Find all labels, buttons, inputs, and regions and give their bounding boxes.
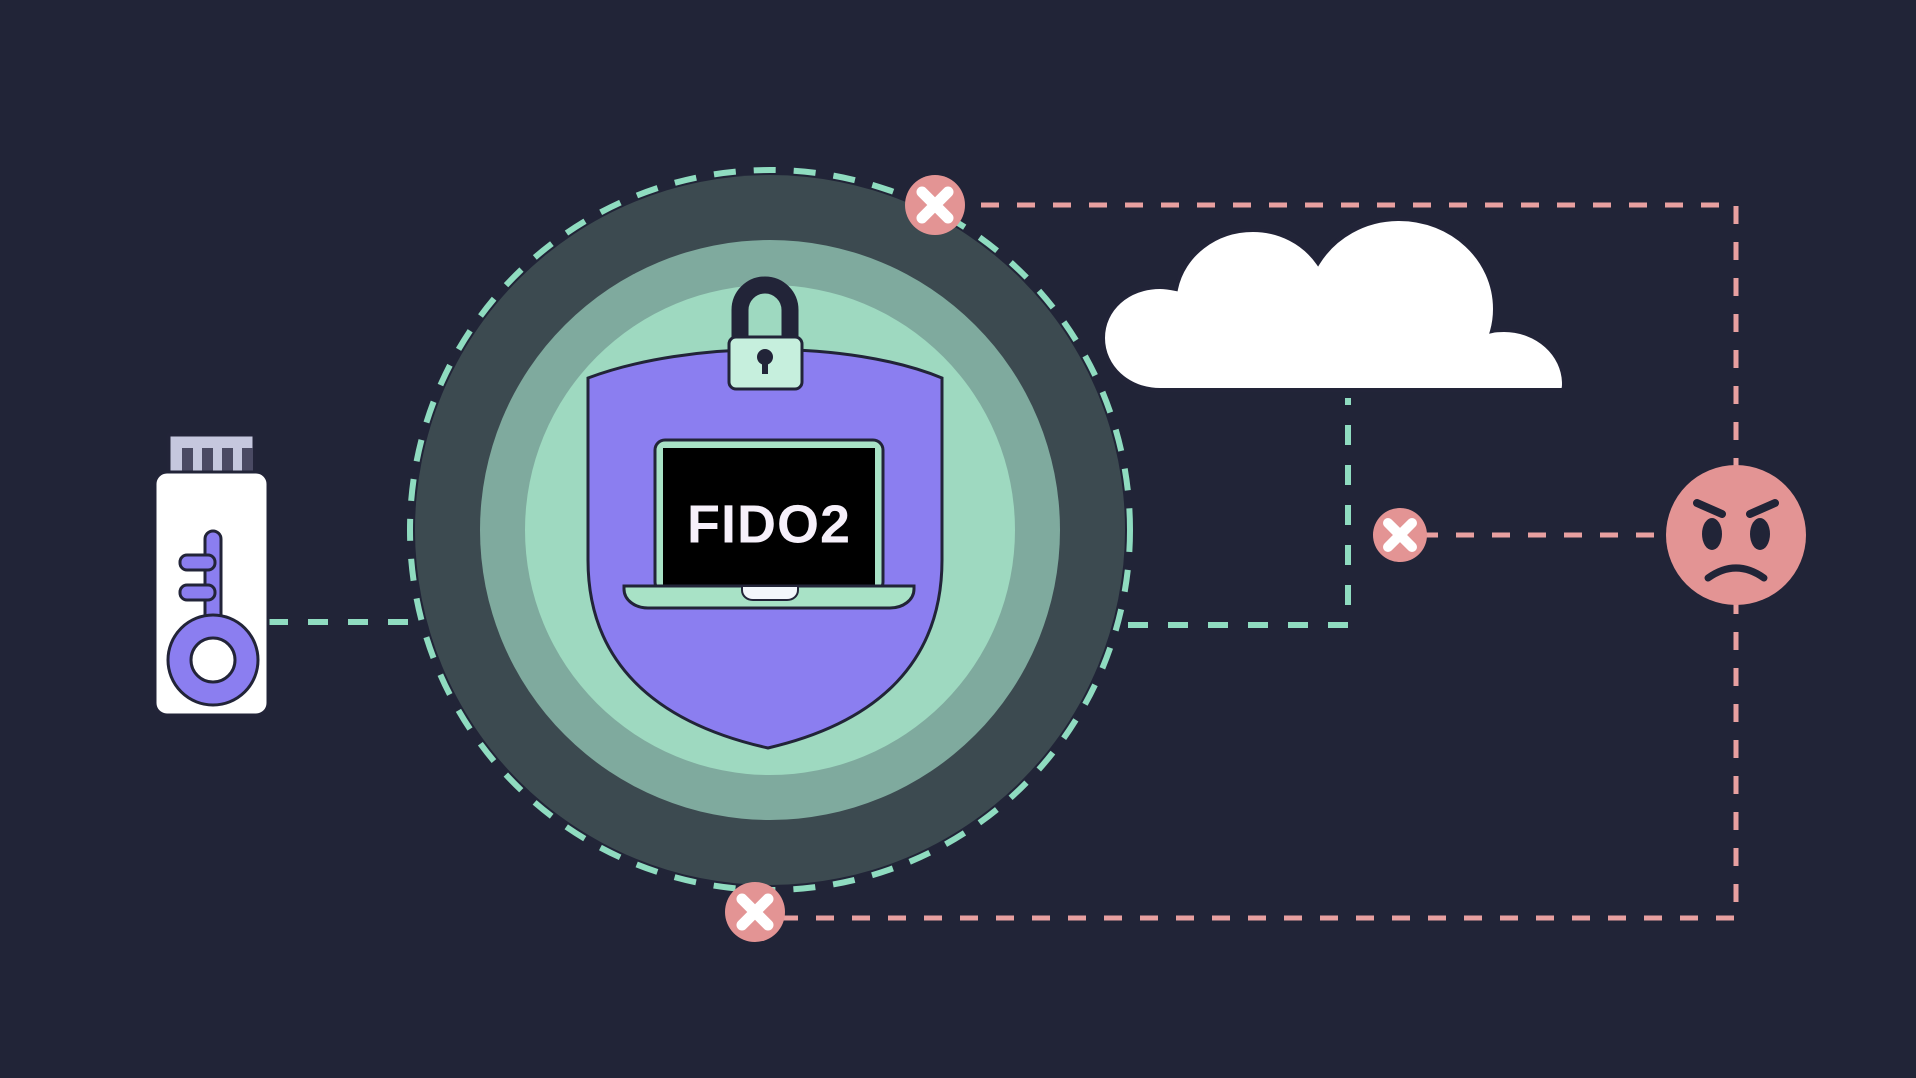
attacker-eye-left: [1702, 518, 1722, 550]
key-glyph-icon: [166, 529, 260, 707]
padlock-icon: [727, 276, 804, 391]
blocked-connection-group: [780, 202, 1739, 921]
screen-text-fido2: FIDO2: [687, 494, 851, 554]
attacker-eyebrow-right: [1746, 499, 1779, 518]
laptop-trackpad-notch: [741, 585, 799, 601]
cloud-icon: [1100, 216, 1567, 392]
usb-pin: [182, 448, 193, 473]
key-tooth: [178, 553, 217, 572]
x-mark-middle: [1383, 518, 1417, 552]
blocked-path-top: [945, 202, 1739, 520]
angry-face-icon: [1666, 465, 1806, 605]
x-mark-top: [916, 186, 954, 224]
laptop-screen: [663, 448, 875, 592]
padlock-keyhole-stem: [762, 357, 768, 374]
usb-pin: [222, 448, 233, 473]
x-circle-icon-top[interactable]: [905, 175, 965, 235]
usb-security-key-icon: [153, 433, 270, 717]
allowed-path-zone-to-cloud: [1128, 398, 1351, 628]
attacker-mouth-frown: [1704, 564, 1768, 582]
cloud-shape: [1100, 216, 1567, 392]
usb-pin: [242, 448, 253, 473]
x-mark-bottom: [736, 893, 774, 931]
attacker-eyebrow-left: [1693, 499, 1726, 518]
laptop-icon: FIDO2: [622, 438, 916, 610]
allowed-connection-group: [268, 398, 1351, 628]
padlock-shackle: [731, 276, 799, 350]
x-circle-icon-middle[interactable]: [1373, 508, 1427, 562]
key-tooth: [178, 583, 217, 602]
attacker-face-circle: [1666, 465, 1806, 605]
attacker-eye-right: [1750, 518, 1770, 550]
blocked-path-bottom: [780, 560, 1739, 921]
usb-pin: [202, 448, 213, 473]
x-circle-icon-bottom[interactable]: [725, 882, 785, 942]
key-bow-hole: [189, 636, 237, 684]
